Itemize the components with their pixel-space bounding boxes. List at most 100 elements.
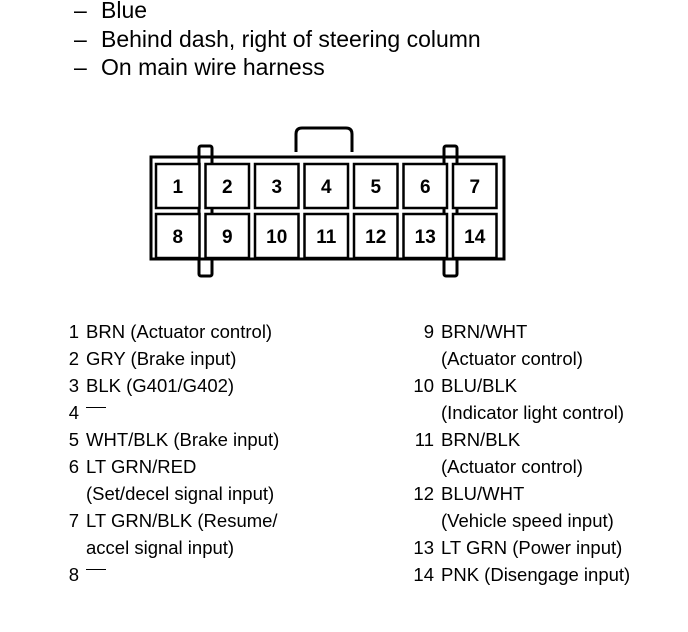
pin-desc-number: 12 (413, 483, 434, 504)
pin-desc-text: LT GRN/BLK (Resume/ (86, 510, 278, 531)
pin-desc-number: 8 (68, 564, 79, 585)
note-text: Behind dash, right of steering column (101, 25, 481, 52)
pin-cell (352, 162, 399, 210)
pin-desc-text: (Actuator control) (441, 456, 583, 477)
pin-desc-number (55, 480, 86, 507)
pin-cell (204, 212, 251, 260)
pin-description-row: (Indicator light control) (404, 399, 630, 426)
connector-notes: –Blue –Behind dash, right of steering co… (74, 0, 481, 82)
pin-desc-number: 5 (68, 429, 79, 450)
pin-cell (402, 162, 449, 210)
pin-desc-number: 2 (68, 348, 79, 369)
pin-cell (303, 162, 350, 210)
pin-number: 5 (370, 177, 381, 198)
pin-number: 14 (464, 227, 486, 248)
unused-pin-dash (86, 407, 106, 408)
unused-pin-dash (86, 569, 106, 570)
pin-desc-number (55, 534, 86, 561)
pin-desc-text: (Set/decel signal input) (86, 483, 275, 504)
pin-description-row: 13 LT GRN (Power input) (404, 534, 630, 561)
pin-desc-number: 13 (413, 537, 434, 558)
pin-desc-number: 11 (414, 429, 434, 450)
pin-number: 7 (469, 177, 480, 198)
note-dash: – (74, 25, 87, 52)
note-line: –Blue (74, 0, 481, 25)
pin-description-row: 8— (55, 561, 279, 588)
pin-desc-text: BLU/BLK (441, 375, 518, 396)
pin-desc-number: 6 (68, 456, 79, 477)
pin-description-row: accel signal input) (55, 534, 279, 561)
pin-desc-text: LT GRN/RED (86, 456, 197, 477)
pin-desc-number: 4 (68, 402, 79, 423)
note-dash: – (74, 54, 87, 80)
pin-cell (154, 212, 201, 260)
pin-desc-number: 7 (68, 510, 79, 531)
pin-cell (253, 212, 300, 260)
pin-desc-number (404, 345, 441, 372)
pin-number: 10 (266, 227, 287, 248)
pin-description-row: 9 BRN/WHT (404, 318, 630, 345)
pin-desc-text: accel signal input) (86, 537, 235, 558)
pin-desc-number: 1 (68, 321, 79, 342)
pin-cell (154, 162, 201, 210)
pin-description-row: 1 BRN (Actuator control) (55, 318, 279, 345)
connector-guide-left (197, 144, 214, 278)
pin-cell (451, 162, 498, 210)
pin-cell (303, 212, 350, 260)
pin-number: 2 (222, 177, 233, 198)
pin-desc-number (404, 507, 441, 534)
pin-desc-text: WHT/BLK (Brake input) (86, 429, 280, 450)
pin-cell (451, 212, 498, 260)
pin-description-row: 4— (55, 399, 279, 426)
pin-desc-text: LT GRN (Power input) (441, 537, 623, 558)
pin-description-row: 2 GRY (Brake input) (55, 345, 279, 372)
note-line: –On main wire harness (74, 53, 481, 82)
pin-desc-text: BRN/BLK (441, 429, 521, 450)
pin-number: 1 (172, 177, 183, 198)
pin-number: 9 (222, 227, 233, 248)
pin-desc-text: BLU/WHT (441, 483, 525, 504)
pin-description-row: (Actuator control) (404, 453, 630, 480)
pin-desc-text: PNK (Disengage input) (441, 564, 631, 585)
pin-desc-text: (Vehicle speed input) (441, 510, 614, 531)
pin-description-row: 7 LT GRN/BLK (Resume/ (55, 507, 279, 534)
pin-number: 11 (316, 227, 337, 248)
pin-description-row: 14 PNK (Disengage input) (404, 561, 630, 588)
pin-description-row: (Vehicle speed input) (404, 507, 630, 534)
pin-desc-text: BLK (G401/G402) (86, 375, 235, 396)
pin-desc-text: BRN (Actuator control) (86, 321, 273, 342)
pin-cell (204, 162, 251, 210)
connector-latch (294, 126, 354, 152)
pin-desc-number: 14 (413, 564, 434, 585)
pin-number: 6 (420, 177, 431, 198)
pin-number: 13 (415, 227, 436, 248)
pin-description-row: 11 BRN/BLK (404, 426, 630, 453)
pin-description-row: 12 BLU/WHT (404, 480, 630, 507)
pin-cell (352, 212, 399, 260)
pin-number: 3 (271, 177, 282, 198)
pin-description-row: 10 BLU/BLK (404, 372, 630, 399)
pin-description-row: (Set/decel signal input) (55, 480, 279, 507)
pin-desc-number: 3 (68, 375, 79, 396)
note-text: Blue (101, 0, 148, 23)
pin-list-right: 9 BRN/WHT (Actuator control) 10 BLU/BLK (Indi… (404, 318, 630, 588)
pin-desc-text: GRY (Brake input) (86, 348, 237, 369)
pin-desc-number: 10 (413, 375, 434, 396)
pin-desc-text: (Indicator light control) (441, 402, 625, 423)
pin-number: 4 (321, 177, 332, 198)
pin-description-row: (Actuator control) (404, 345, 630, 372)
note-text: On main wire harness (101, 54, 325, 80)
pin-list-left: 1 BRN (Actuator control) 2 GRY (Brake input… (55, 318, 280, 588)
pin-desc-text: (Actuator control) (441, 348, 583, 369)
pin-desc-number: 9 (423, 321, 434, 342)
note-line: –Behind dash, right of steering column (74, 25, 481, 54)
pin-number: 8 (172, 227, 183, 248)
pin-desc-text: BRN/WHT (441, 321, 528, 342)
pin-cell (402, 212, 449, 260)
pin-cell (253, 162, 300, 210)
pin-description-row: 5 WHT/BLK (Brake input) (55, 426, 280, 453)
pin-description-row: 3 BLK (G401/G402) (55, 372, 279, 399)
connector-guide-right (442, 144, 459, 278)
note-dash: – (74, 0, 87, 23)
